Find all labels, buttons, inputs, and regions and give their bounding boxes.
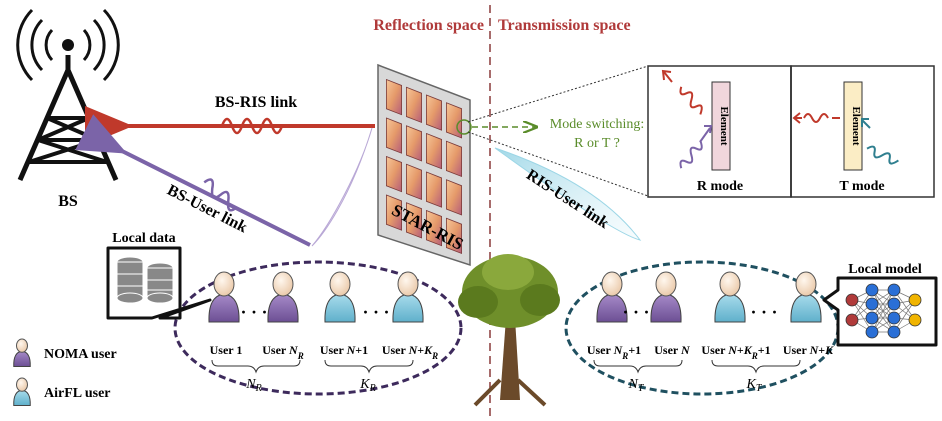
nn-node (865, 311, 879, 325)
mode-inset (647, 65, 935, 198)
ris-element-tile (405, 202, 423, 239)
ris-element-tile (425, 94, 443, 131)
bs-user-wave-icon (203, 178, 238, 212)
right-ellipsis-1: · · · (622, 302, 649, 322)
nn-node (887, 311, 901, 325)
nn-node (865, 283, 879, 297)
reflection-space-label: Reflection space (373, 17, 484, 34)
left-user-label: User NR (262, 343, 303, 361)
nn-node (865, 297, 879, 311)
nn-node (845, 313, 859, 327)
t-mode-incident-wave (861, 118, 899, 165)
right-user-label: User N+K (783, 343, 834, 357)
t-mode-label: T mode (839, 179, 884, 194)
bs-ris-link-label: BS-RIS link (215, 94, 297, 111)
r-mode-label: R mode (697, 179, 743, 194)
ris-element-tile (385, 194, 403, 231)
airfl-user-icon (13, 377, 31, 406)
ris-element-tile (405, 163, 423, 201)
ris-element-tile (445, 140, 463, 178)
noma-user-icon (208, 271, 240, 323)
nn-node (865, 325, 879, 339)
noma-user-icon (596, 271, 628, 323)
star-ris-panel (377, 63, 471, 267)
ris-element-tile (405, 86, 423, 124)
nn-node (908, 293, 922, 307)
right-brace-k (711, 359, 801, 374)
r-mode-reflected-wave (661, 69, 703, 115)
right-set-n: NT (628, 377, 645, 394)
right-set-k: KT (746, 377, 763, 394)
mode-switch-marker (456, 119, 472, 135)
database-icon (116, 256, 174, 304)
left-user-label: User 1 (210, 343, 243, 357)
noma-user-icon (267, 271, 299, 323)
mode-switch-line1: Mode switching: (550, 117, 645, 132)
r-mode-incident-wave (679, 125, 713, 169)
noma-user-icon (650, 271, 682, 323)
nn-node (887, 325, 901, 339)
nn-node (845, 293, 859, 307)
left-brace-k (324, 359, 414, 374)
left-user-cluster (173, 260, 463, 396)
right-user-label: User NR+1 (587, 343, 641, 361)
left-user-label: User N+KR (382, 343, 438, 361)
ris-element-tile (425, 209, 443, 247)
left-brace-n (211, 359, 301, 374)
left-ellipsis-2: · · · (362, 302, 389, 322)
right-user-label: User N+KR+1 (701, 343, 770, 361)
right-ellipsis-2: · · · (750, 302, 777, 322)
ris-element-tile (405, 125, 423, 162)
airfl-user-icon (790, 271, 822, 323)
ris-element-tile (445, 217, 463, 255)
reflection-beam (311, 127, 373, 247)
nn-node (887, 283, 901, 297)
nn-node (887, 297, 901, 311)
legend: NOMA user AirFL user (13, 338, 117, 406)
local-model-box (822, 276, 938, 347)
left-ellipsis-1: · · · (240, 302, 267, 322)
mode-switch-line2: R or T ? (574, 136, 620, 151)
legend-noma-label: NOMA user (44, 347, 117, 362)
r-mode-element-label: Element (718, 106, 730, 145)
noma-user-icon (13, 338, 31, 367)
ris-element-tile (385, 78, 403, 116)
legend-noma-icon (13, 338, 31, 367)
tree-icon (458, 254, 560, 407)
ris-element-tile (445, 179, 463, 216)
left-set-n: NR (245, 377, 261, 394)
airfl-user-icon (392, 271, 424, 323)
local-data-label: Local data (112, 231, 175, 246)
nn-node (908, 313, 922, 327)
right-brace-n (593, 359, 683, 374)
bs-label: BS (58, 193, 78, 210)
airfl-user-icon (714, 271, 746, 323)
bs-ris-wave-icon (220, 117, 284, 135)
ris-element-tile (385, 117, 403, 154)
left-user-label: User N+1 (320, 343, 368, 357)
ris-element-tile (385, 155, 403, 193)
legend-airfl-icon (13, 377, 31, 406)
airfl-user-icon (324, 271, 356, 323)
base-station-icon (16, 8, 120, 181)
t-mode-element-label: Element (850, 106, 862, 145)
neural-network-icon (845, 283, 922, 339)
t-mode-transmitted-wave (792, 112, 840, 124)
left-set-k: KR (359, 377, 375, 394)
local-model-label: Local model (848, 262, 922, 277)
ris-element-tile (425, 132, 443, 170)
transmission-space-label: Transmission space (498, 17, 631, 34)
ris-element-tile (425, 171, 443, 208)
legend-airfl-label: AirFL user (44, 386, 111, 401)
right-user-label: User N (654, 343, 691, 357)
transmission-beam (494, 147, 642, 241)
inset-callout (467, 65, 649, 197)
